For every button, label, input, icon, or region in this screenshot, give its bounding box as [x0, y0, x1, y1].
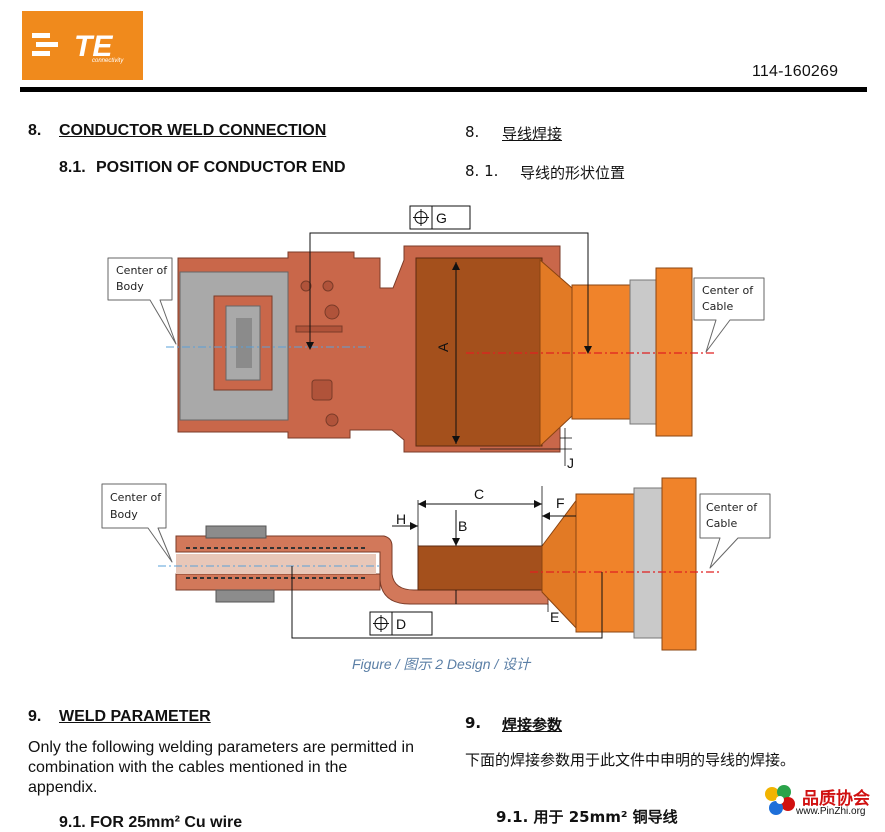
callout-top-left-line2: Body: [116, 280, 144, 293]
logo-subtitle: connectivity: [92, 58, 124, 64]
section-9-number-cn: 9.: [465, 714, 482, 732]
section-9-paragraph-line3: appendix.: [28, 779, 98, 796]
callout-top-right-line2: Cable: [702, 300, 733, 313]
section-9-paragraph-line2: combination with the cables mentioned in…: [28, 759, 348, 776]
watermark-text: 品质协会: [802, 789, 870, 809]
watermark-flower-icon: [765, 785, 795, 815]
callout-bottom-right-line2: Cable: [706, 517, 737, 530]
section-9-paragraph: Only the following welding parameters ar…: [28, 738, 414, 798]
section-8-number: 8.: [28, 122, 42, 139]
te-logo: TE connectivity: [22, 11, 143, 80]
side-view: C H B F E D Center of Body Center of Cab…: [101, 477, 771, 651]
header-rule: [20, 87, 867, 92]
section-8-1-number-cn: 8. 1.: [465, 162, 499, 180]
section-9-title-cn: 焊接参数: [502, 716, 563, 734]
section-9-paragraph-line1: Only the following welding parameters ar…: [28, 739, 414, 756]
dim-d-label: D: [396, 616, 406, 632]
dim-b-label: B: [458, 518, 467, 534]
section-8-1-title-cn: 导线的形状位置: [520, 164, 626, 182]
section-9-1-title: 9.1. FOR 25mm² Cu wire: [59, 814, 243, 831]
section-9-paragraph-cn: 下面的焊接参数用于此文件中申明的导线的焊接。: [465, 751, 796, 769]
figure-caption: Figure / 图示 2 Design / 设计: [352, 656, 531, 672]
callout-bottom-right-line1: Center of: [706, 501, 758, 514]
svg-text:TE: TE: [74, 30, 113, 63]
dim-e-label: E: [550, 609, 559, 625]
section-9-1-title-cn: 9.1. 用于 25mm² 铜导线: [496, 808, 678, 826]
section-9-number: 9.: [28, 708, 42, 725]
callout-top-right-line1: Center of: [702, 284, 754, 297]
te-logo-mark: TE: [32, 30, 113, 63]
top-view: G A J Center of Body Center of Cable: [107, 205, 765, 471]
section-8-1-title: POSITION OF CONDUCTOR END: [96, 159, 346, 176]
section-8-number-cn: 8.: [465, 123, 480, 141]
watermark-url: www.PinZhi.org: [796, 806, 866, 817]
dim-h-label: H: [396, 511, 406, 527]
dim-j-label: J: [567, 455, 574, 471]
callout-top-left-line1: Center of: [116, 264, 168, 277]
dim-g-label: G: [436, 210, 447, 226]
weld-design-figure: G A J Center of Body Center of Cable: [101, 205, 771, 651]
dim-f-label: F: [556, 495, 565, 511]
section-8-title-cn: 导线焊接: [502, 125, 563, 143]
section-9-title: WELD PARAMETER: [59, 708, 211, 725]
dim-a-label: A: [435, 342, 451, 352]
callout-bottom-left-line1: Center of: [110, 491, 162, 504]
section-8-1-number: 8.1.: [59, 159, 86, 176]
dim-c-label: C: [474, 486, 484, 502]
section-8-title: CONDUCTOR WELD CONNECTION: [59, 122, 327, 139]
document-number: 114-160269: [752, 63, 839, 80]
callout-bottom-left-line2: Body: [110, 508, 138, 521]
